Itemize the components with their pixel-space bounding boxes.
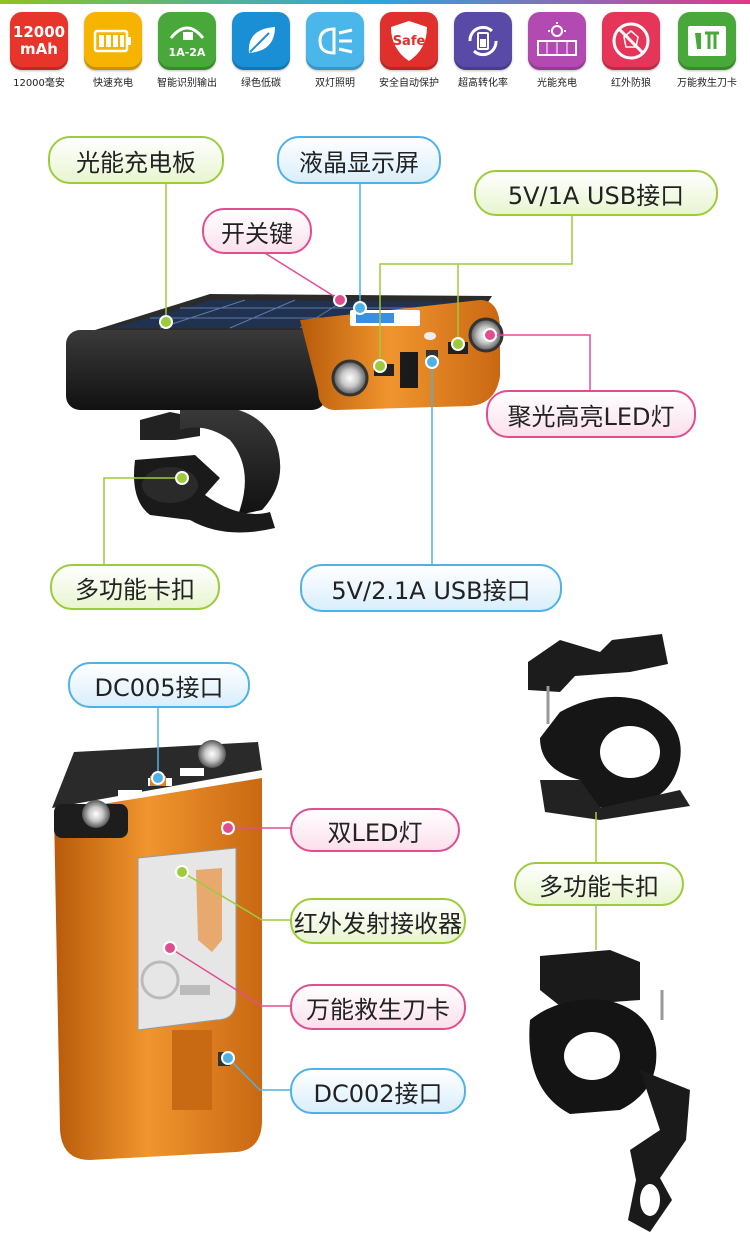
power-bank-back [52,740,262,1160]
label-usb-1a-port: 5V/1A USB接口 [474,170,718,216]
safe-shield-icon: Safe [380,12,438,70]
feature-caption: 光能充电 [537,78,577,89]
solar-panel-icon [528,12,586,70]
mount-clip-upper [528,634,690,820]
feature-caption: 万能救生刀卡 [677,78,737,89]
feature-anti-wolf: 红外防狼 [596,8,666,89]
safe-text: Safe [392,33,426,49]
battery-charge-icon [84,12,142,70]
label-dc005-port: DC005接口 [68,662,250,708]
battery-capacity-icon: 12000 mAh [10,12,68,70]
feature-eco: 绿色低碳 [226,8,296,89]
mount-clip-lower [529,950,690,1232]
feature-capacity: 12000 mAh 12000毫安 [4,8,74,89]
capacity-number: 12000 [12,23,66,41]
label-power-key: 开关键 [202,208,312,254]
feature-icon-row: 12000 mAh 12000毫安 快速充电 1A-2A 智能识别输出 绿色低碳 [0,8,750,98]
feature-caption: 红外防狼 [611,78,651,89]
top-gradient-bar [0,0,750,4]
feature-dual-light: 双灯照明 [300,8,370,89]
conversion-cycle-icon [454,12,512,70]
label-led-spotlight: 聚光高亮LED灯 [486,390,696,438]
feature-conversion: 超高转化率 [448,8,518,89]
power-bank-top [66,294,504,410]
label-knife-card: 万能救生刀卡 [290,984,466,1030]
label-multi-clip-right: 多功能卡扣 [514,862,684,906]
feature-caption: 双灯照明 [315,78,355,89]
label-dual-led: 双LED灯 [290,808,460,852]
no-wolf-icon [602,12,660,70]
feature-caption: 安全自动保护 [379,78,439,89]
leaf-icon [232,12,290,70]
feature-caption: 智能识别输出 [157,78,217,89]
feature-caption: 绿色低碳 [241,78,281,89]
label-multi-clip-top: 多功能卡扣 [50,564,220,610]
feature-smart-output: 1A-2A 智能识别输出 [152,8,222,89]
label-infrared: 红外发射接收器 [290,898,466,944]
label-dc002-port: DC002接口 [290,1068,466,1114]
feature-solar: 光能充电 [522,8,592,89]
feature-safe: Safe 安全自动保护 [374,8,444,89]
headlight-icon [306,12,364,70]
plug-output-icon: 1A-2A [158,12,216,70]
feature-knife-card: 万能救生刀卡 [672,8,742,89]
feature-caption: 快速充电 [93,78,133,89]
knife-card-icon [678,12,736,70]
feature-fast-charge: 快速充电 [78,8,148,89]
capacity-unit: mAh [20,40,58,58]
label-lcd-screen: 液晶显示屏 [277,136,441,184]
feature-caption: 12000毫安 [13,78,65,89]
label-usb-21a-port: 5V/2.1A USB接口 [300,564,562,612]
feature-caption: 超高转化率 [458,78,508,89]
handlebar-mount-top [134,406,281,533]
output-range-text: 1A-2A [168,45,206,59]
label-solar-panel: 光能充电板 [48,136,224,184]
